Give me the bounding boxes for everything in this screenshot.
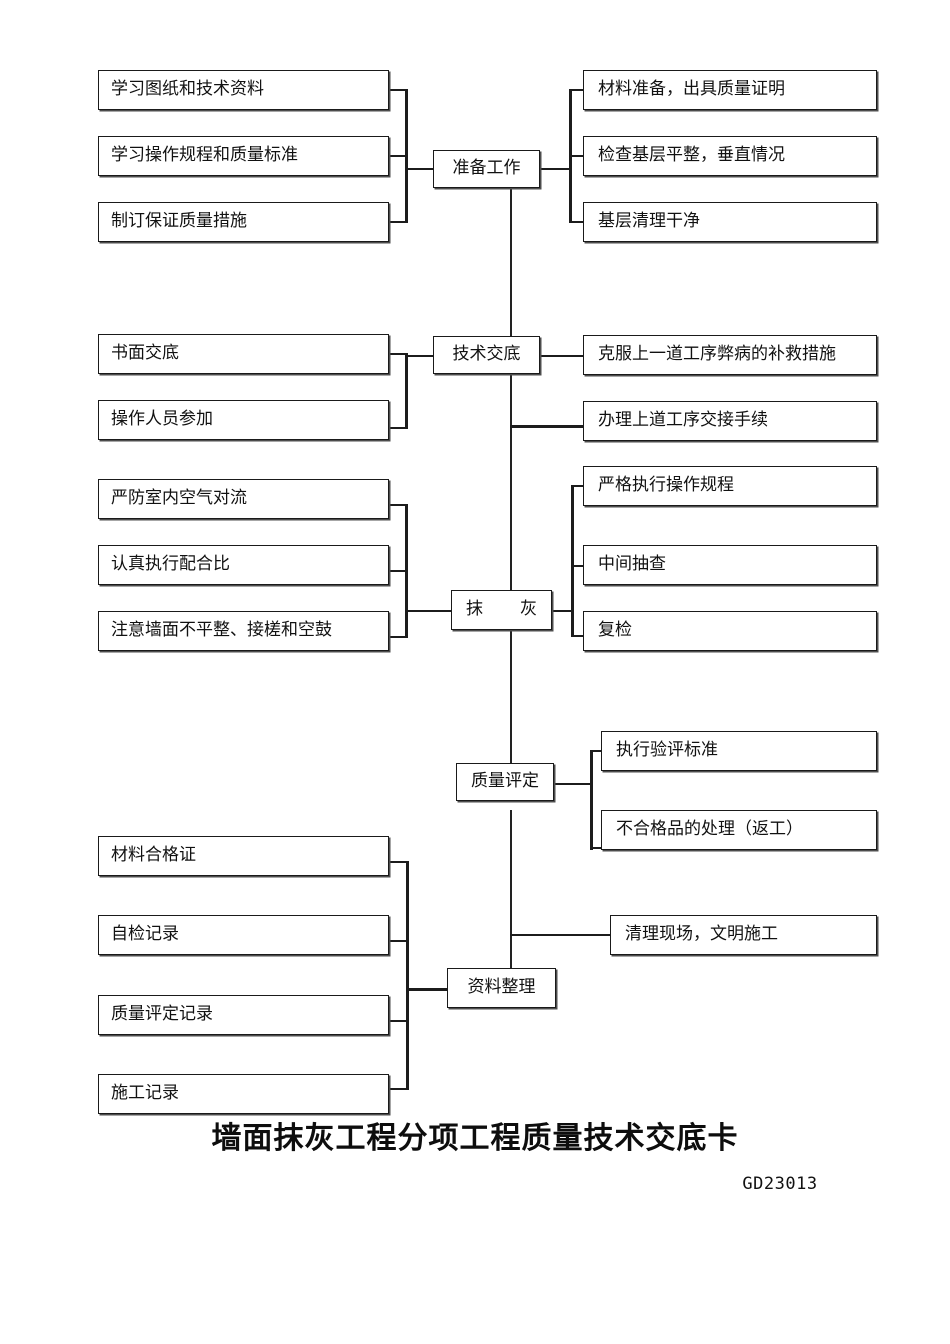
connector-s5-left-stem bbox=[406, 988, 448, 991]
node-label: 资料整理 bbox=[467, 977, 536, 998]
node-label: 克服上一道工序弊病的补救措施 bbox=[598, 344, 836, 365]
node-label: 办理上道工序交接手续 bbox=[598, 410, 768, 431]
node-label: 自检记录 bbox=[111, 924, 179, 945]
node-s5-in3[interactable]: 质量评定记录 bbox=[98, 995, 389, 1035]
connector-s2-in2 bbox=[389, 427, 407, 429]
bracket-s3-right bbox=[571, 485, 574, 637]
bracket-s4-right bbox=[590, 750, 593, 850]
node-label: 严格执行操作规程 bbox=[598, 475, 734, 496]
node-s3-out3[interactable]: 复检 bbox=[583, 611, 877, 651]
node-label: 材料合格证 bbox=[111, 845, 196, 866]
node-label: 技术交底 bbox=[452, 344, 521, 365]
connector-s1-left-stem bbox=[405, 168, 434, 170]
connector-s2-out1 bbox=[540, 355, 583, 357]
connector-s3-in1 bbox=[389, 504, 407, 506]
connector-s3-right-stem bbox=[552, 610, 574, 612]
connector-s3-out1 bbox=[571, 485, 585, 487]
node-s3-in2[interactable]: 认真执行配合比 bbox=[98, 545, 389, 585]
connector-s3-in2 bbox=[389, 570, 407, 572]
node-s5-in2[interactable]: 自检记录 bbox=[98, 915, 389, 955]
node-s1-stage[interactable]: 准备工作 bbox=[433, 150, 540, 188]
node-label: 操作人员参加 bbox=[111, 409, 213, 430]
node-label: 不合格品的处理（返工） bbox=[616, 819, 803, 840]
connector-s5-out1 bbox=[510, 934, 611, 936]
node-label: 质量评定记录 bbox=[111, 1004, 213, 1025]
node-label: 抹 灰 bbox=[466, 599, 547, 620]
connector-s5-in2 bbox=[389, 940, 408, 942]
connector-s2-left-stem bbox=[405, 355, 434, 357]
node-label: 中间抽查 bbox=[598, 554, 666, 575]
node-s1-in2[interactable]: 学习操作规程和质量标准 bbox=[98, 136, 389, 176]
connector-s1-out3 bbox=[569, 221, 585, 223]
node-label: 书面交底 bbox=[111, 343, 179, 364]
node-s2-stage[interactable]: 技术交底 bbox=[433, 336, 540, 374]
document-code: GD23013 bbox=[742, 1174, 818, 1194]
node-s1-out3[interactable]: 基层清理干净 bbox=[583, 202, 877, 242]
node-s5-in4[interactable]: 施工记录 bbox=[98, 1074, 389, 1114]
node-s2-out1[interactable]: 克服上一道工序弊病的补救措施 bbox=[583, 335, 877, 375]
connector-s2-out2 bbox=[510, 425, 583, 428]
node-label: 严防室内空气对流 bbox=[111, 488, 247, 509]
node-label: 检查基层平整，垂直情况 bbox=[598, 145, 785, 166]
connector-s5-in1 bbox=[389, 861, 408, 863]
node-s4-out2[interactable]: 不合格品的处理（返工） bbox=[601, 810, 877, 850]
node-s3-stage[interactable]: 抹 灰 bbox=[451, 590, 552, 630]
connector-s1-out2 bbox=[569, 155, 585, 157]
connector-s4-out1 bbox=[590, 750, 602, 752]
node-s1-in1[interactable]: 学习图纸和技术资料 bbox=[98, 70, 389, 110]
node-label: 材料准备，出具质量证明 bbox=[598, 79, 785, 100]
node-label: 注意墙面不平整、接槎和空鼓 bbox=[111, 620, 332, 641]
connector-s3-out2 bbox=[571, 565, 585, 567]
connector-s1-out1 bbox=[569, 89, 585, 91]
connector-s4-right-stem bbox=[554, 783, 592, 785]
bracket-s1-left bbox=[405, 89, 408, 223]
node-label: 清理现场，文明施工 bbox=[625, 924, 778, 945]
connector-s2-in1 bbox=[389, 353, 407, 355]
spine-segment-2 bbox=[510, 372, 512, 590]
spine-segment-1 bbox=[510, 188, 512, 338]
node-s2-in2[interactable]: 操作人员参加 bbox=[98, 400, 389, 440]
spine-segment-4 bbox=[510, 810, 512, 968]
node-s3-in1[interactable]: 严防室内空气对流 bbox=[98, 479, 389, 519]
node-label: 执行验评标准 bbox=[616, 740, 718, 761]
node-label: 准备工作 bbox=[452, 158, 521, 179]
connector-s1-in1 bbox=[389, 89, 407, 91]
node-label: 复检 bbox=[598, 620, 632, 641]
node-s1-out2[interactable]: 检查基层平整，垂直情况 bbox=[583, 136, 877, 176]
node-s2-out2[interactable]: 办理上道工序交接手续 bbox=[583, 401, 877, 441]
bracket-s3-left bbox=[405, 504, 408, 638]
connector-s3-left-stem bbox=[405, 610, 452, 612]
node-s1-out1[interactable]: 材料准备，出具质量证明 bbox=[583, 70, 877, 110]
page-title: 墙面抹灰工程分项工程质量技术交底卡 bbox=[211, 1121, 739, 1156]
connector-s5-in3 bbox=[389, 1020, 408, 1022]
connector-s4-out2 bbox=[590, 847, 602, 849]
node-s3-in3[interactable]: 注意墙面不平整、接槎和空鼓 bbox=[98, 611, 389, 651]
node-s1-in3[interactable]: 制订保证质量措施 bbox=[98, 202, 389, 242]
node-s5-out1[interactable]: 清理现场，文明施工 bbox=[610, 915, 877, 955]
node-s2-in1[interactable]: 书面交底 bbox=[98, 334, 389, 374]
connector-s3-in3 bbox=[389, 636, 407, 638]
bracket-s2-left bbox=[405, 353, 408, 429]
node-s4-out1[interactable]: 执行验评标准 bbox=[601, 731, 877, 771]
node-label: 基层清理干净 bbox=[598, 211, 700, 232]
node-label: 学习图纸和技术资料 bbox=[111, 79, 264, 100]
node-label: 认真执行配合比 bbox=[111, 554, 230, 575]
connector-s5-in4 bbox=[389, 1088, 408, 1090]
connector-s1-in3 bbox=[389, 221, 407, 223]
connector-s1-in2 bbox=[389, 155, 407, 157]
connector-s3-out3 bbox=[571, 635, 585, 637]
node-s4-stage[interactable]: 质量评定 bbox=[456, 763, 554, 801]
node-s5-in1[interactable]: 材料合格证 bbox=[98, 836, 389, 876]
node-label: 质量评定 bbox=[471, 771, 539, 792]
node-label: 学习操作规程和质量标准 bbox=[111, 145, 298, 166]
node-label: 制订保证质量措施 bbox=[111, 211, 247, 232]
node-s3-out2[interactable]: 中间抽查 bbox=[583, 545, 877, 585]
node-s3-out1[interactable]: 严格执行操作规程 bbox=[583, 466, 877, 506]
bracket-s5-left bbox=[406, 861, 409, 1090]
spine-segment-3 bbox=[510, 629, 512, 783]
node-label: 施工记录 bbox=[111, 1083, 179, 1104]
node-s5-stage[interactable]: 资料整理 bbox=[447, 968, 556, 1008]
connector-s1-right-stem bbox=[540, 168, 571, 170]
